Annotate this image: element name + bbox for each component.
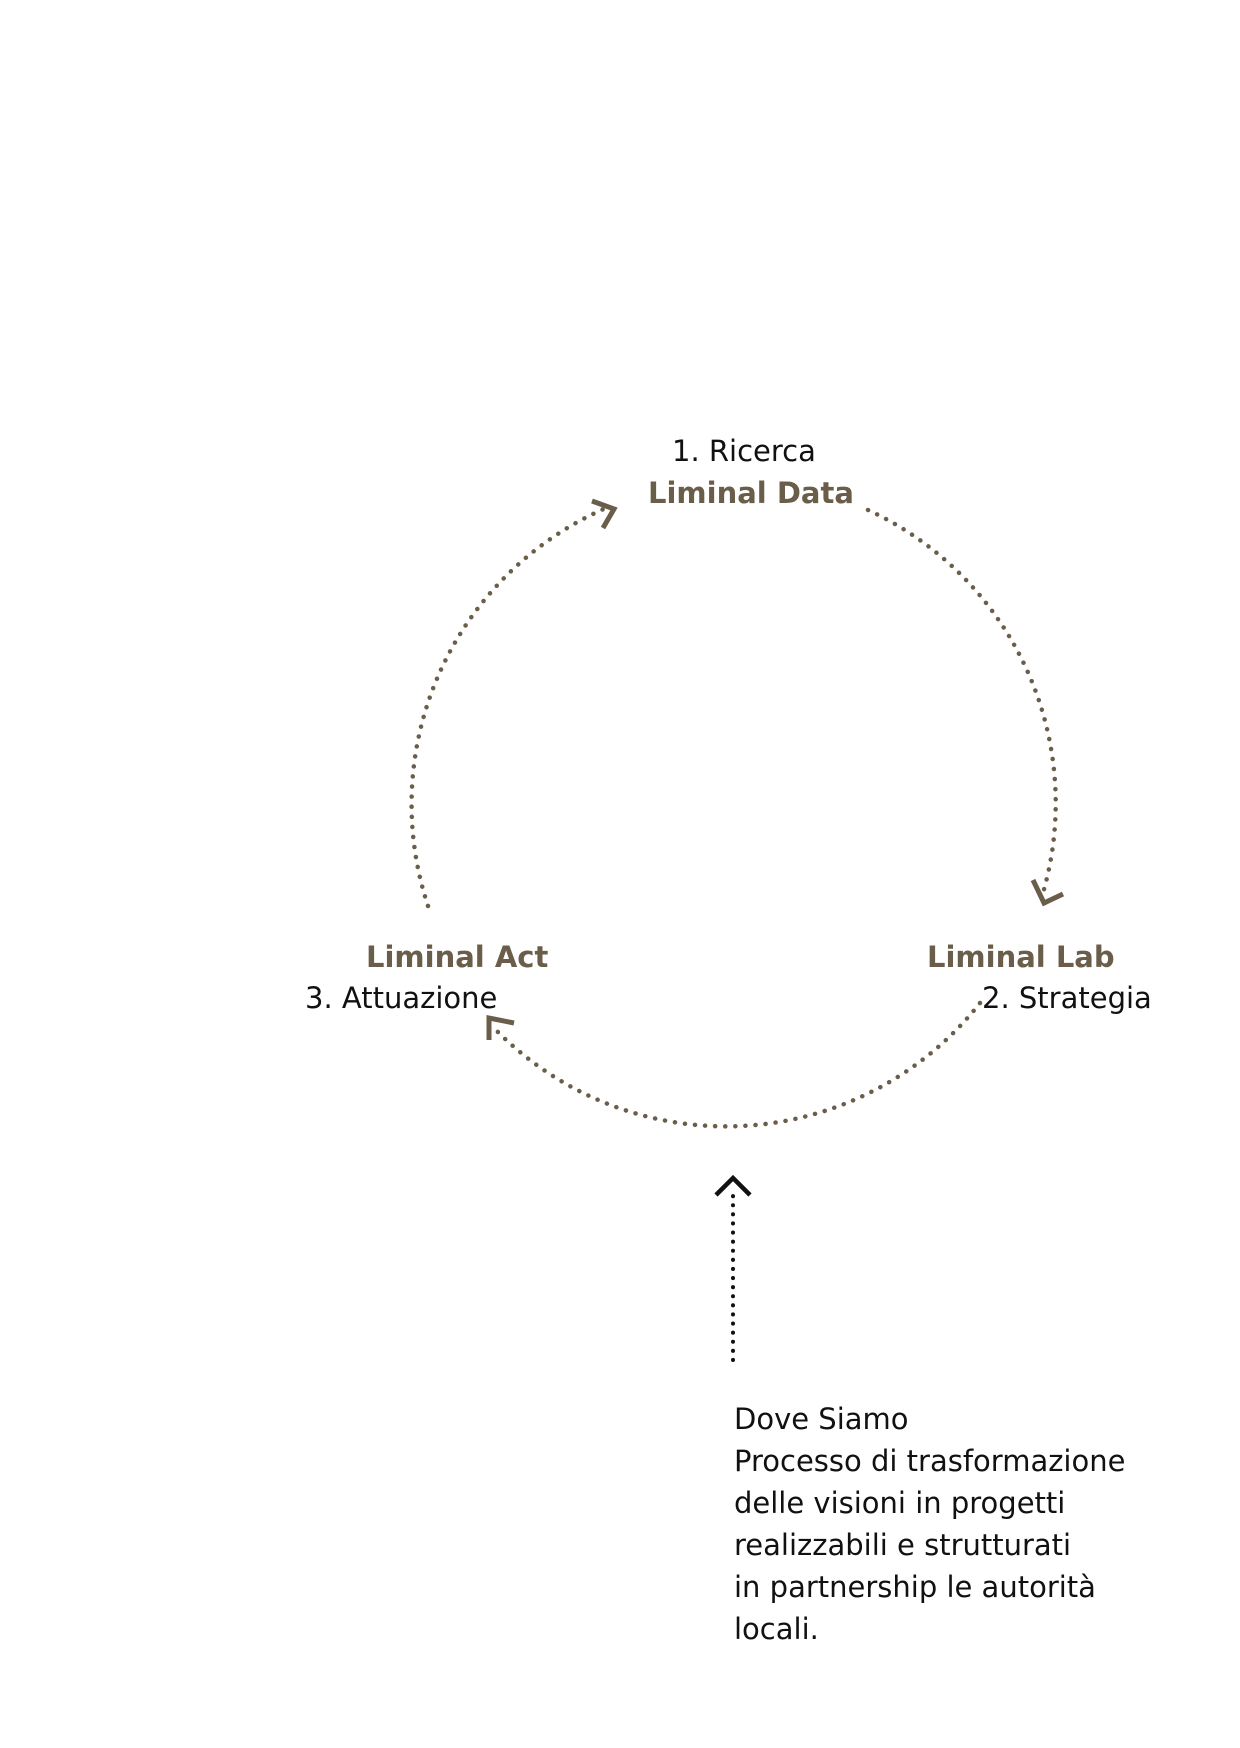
arrowhead-implementation-icon — [486, 1014, 515, 1040]
node-research-name: Liminal Data — [648, 476, 854, 510]
arc-implementation-to-research — [409, 505, 609, 909]
description-line: locali. — [734, 1612, 819, 1646]
node-implementation-name: Liminal Act — [366, 940, 549, 974]
node-strategy-step: 2. Strategia — [982, 981, 1152, 1015]
arrowhead-strategy-icon — [1030, 878, 1065, 907]
node-research-step: 1. Ricerca — [672, 434, 816, 468]
arrowhead-research-icon — [591, 498, 618, 530]
description-line: Processo di trasformazione — [734, 1444, 1126, 1478]
arc-strategy-to-implementation — [491, 1000, 983, 1129]
description-line: in partnership le autorità — [734, 1570, 1096, 1604]
position-pointer-arrow-icon — [714, 1174, 752, 1197]
description-line: realizzabili e strutturati — [734, 1528, 1072, 1562]
node-strategy-name: Liminal Lab — [927, 940, 1115, 974]
node-implementation-step: 3. Attuazione — [305, 981, 498, 1015]
position-title: Dove Siamo — [734, 1402, 909, 1436]
description-line: delle visioni in progetti — [734, 1486, 1066, 1520]
arc-research-to-strategy — [865, 507, 1058, 896]
position-description: Dove Siamo Processo di trasformazione de… — [734, 1398, 1125, 1650]
